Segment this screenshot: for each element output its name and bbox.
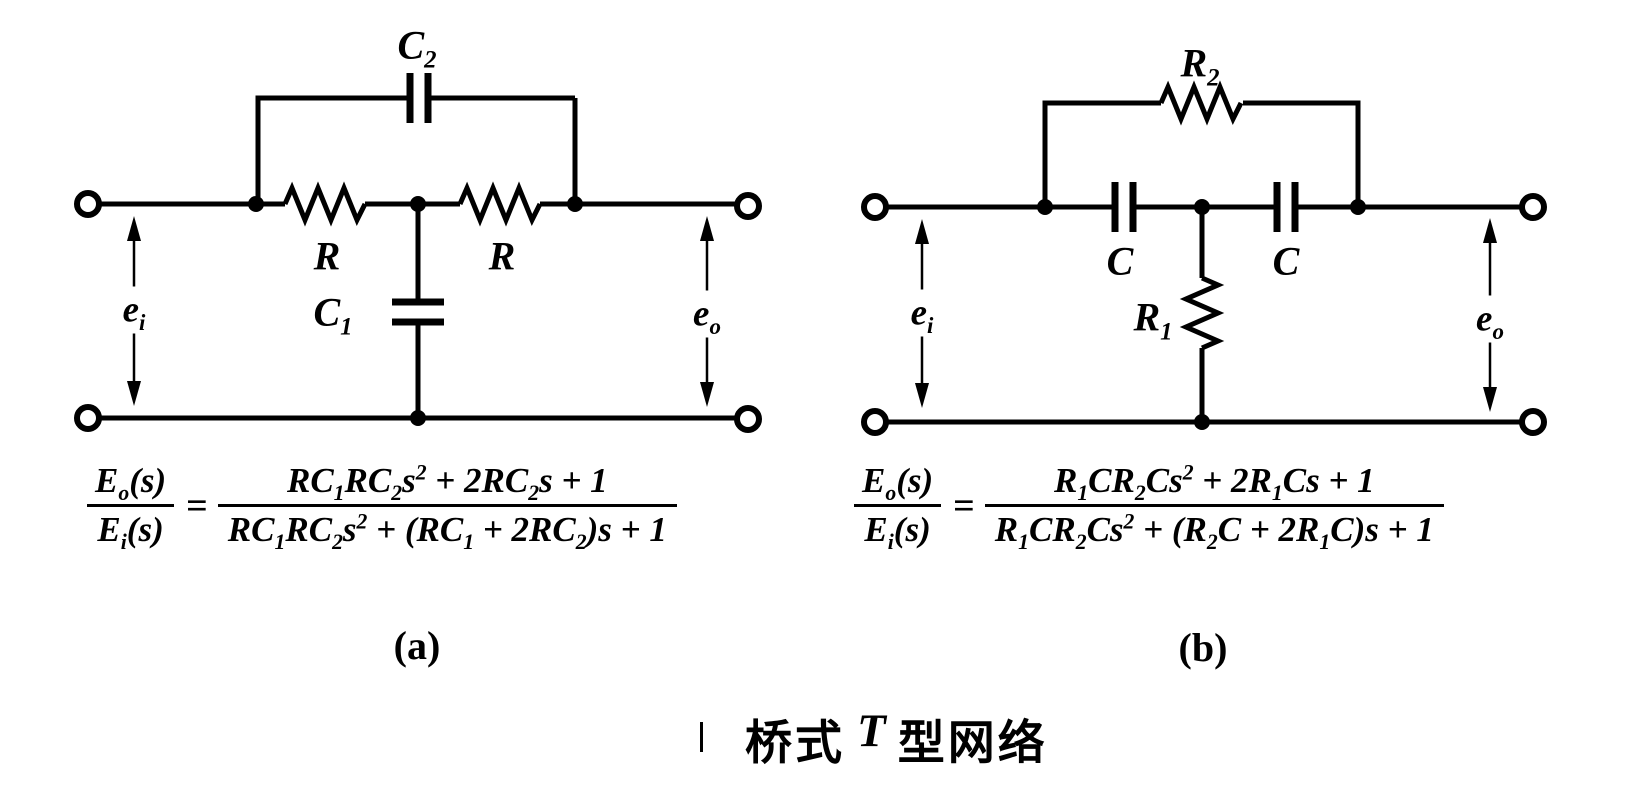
label-eo-a: eo [686, 290, 728, 338]
label-ei-b: ei [903, 289, 941, 337]
figure-caption: 桥式 T 型网络 [700, 704, 1048, 773]
caption-tick-mark [700, 722, 703, 752]
terminal-b-bottom-left [861, 408, 889, 436]
label-eo-b: eo [1469, 295, 1511, 343]
tf-b-equals: = [953, 484, 975, 527]
panel-label-a: (a) [393, 623, 441, 668]
junction-dots-b [1037, 199, 1366, 430]
terminal-a-bottom-right [734, 405, 762, 433]
capacitor-symbol-c2 [406, 73, 432, 123]
transfer-function-b: Eo(s) Ei(s) = R1CR2Cs2 + 2R1Cs + 1 R1CR2… [852, 458, 1444, 553]
tf-b-rhs: R1CR2Cs2 + 2R1Cs + 1 R1CR2Cs2 + (R2C + 2… [984, 458, 1444, 553]
junction-dots-a [248, 196, 583, 426]
label-ei-a: ei [115, 286, 153, 334]
tf-a-lhs-numerator: Eo(s) [95, 461, 167, 505]
tf-a-rhs-denominator: RC1RC2s2 + (RC1 + 2RC2)s + 1 [217, 504, 677, 553]
caption-text-post: 型网络 [897, 718, 1048, 770]
tf-a-equals: = [186, 484, 208, 527]
resistor-symbol-a-left [282, 181, 368, 227]
capacitor-symbol-b-right [1273, 182, 1299, 232]
tf-a-lhs: Eo(s) Ei(s) [85, 458, 176, 553]
capacitor-symbol-b-left [1111, 182, 1137, 232]
bridged-t-circuits-drawing [74, 73, 1547, 436]
label-c-left: C [1106, 238, 1134, 284]
resistor-symbol-a-right [457, 181, 543, 227]
terminal-b-bottom-right [1519, 408, 1547, 436]
label-r2: R2 [1180, 40, 1220, 92]
tf-a-rhs: RC1RC2s2 + 2RC2s + 1 RC1RC2s2 + (RC1 + 2… [217, 458, 677, 553]
tf-a-lhs-denominator: Ei(s) [87, 504, 174, 553]
caption-text-t: T [857, 705, 886, 757]
transfer-function-a: Eo(s) Ei(s) = RC1RC2s2 + 2RC2s + 1 RC1RC… [85, 458, 677, 553]
circuit-a-diagram [74, 73, 762, 433]
label-r-left: R [313, 233, 341, 279]
terminal-b-top-right [1519, 193, 1547, 221]
tf-b-lhs-numerator: Eo(s) [862, 461, 934, 505]
tf-a-rhs-numerator: RC1RC2s2 + 2RC2s + 1 [286, 460, 608, 505]
capacitor-symbol-c1 [392, 298, 444, 326]
tf-b-lhs-denominator: Ei(s) [854, 504, 941, 553]
tf-b-lhs: Eo(s) Ei(s) [852, 458, 943, 553]
tf-b-rhs-denominator: R1CR2Cs2 + (R2C + 2R1C)s + 1 [984, 504, 1444, 553]
terminal-a-top-right [734, 192, 762, 220]
wire-bridge-a [255, 95, 578, 204]
terminal-a-bottom-left [74, 404, 102, 432]
label-c2: C2 [397, 22, 437, 74]
terminal-a-top-left [74, 190, 102, 218]
label-c-right: C [1272, 238, 1300, 284]
label-r-right: R [488, 233, 516, 279]
resistor-symbol-r2 [1158, 80, 1244, 126]
label-r1: R1 [1133, 294, 1173, 346]
label-c1: C1 [313, 289, 353, 341]
resistor-symbol-r1 [1179, 275, 1225, 351]
tf-b-rhs-numerator: R1CR2Cs2 + 2R1Cs + 1 [1053, 460, 1375, 505]
circuit-b-diagram [861, 80, 1547, 436]
terminal-b-top-left [861, 193, 889, 221]
wire-bridge-b [1042, 100, 1361, 207]
panel-label-b: (b) [1178, 625, 1228, 670]
caption-text-pre: 桥式 [745, 718, 845, 770]
